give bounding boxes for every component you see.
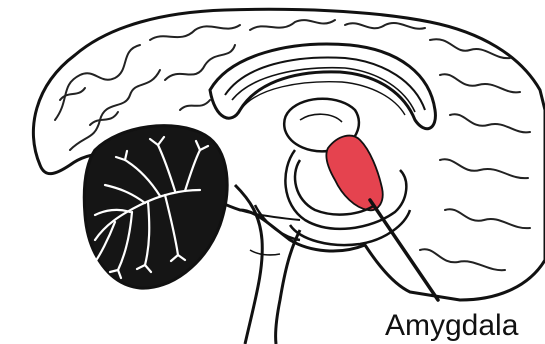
brainstem (235, 185, 300, 344)
corpus-callosum (210, 44, 435, 129)
amygdala-region (326, 136, 382, 211)
amygdala-label: Amygdala (385, 309, 519, 342)
amygdala-highlight (326, 136, 382, 211)
cerebellum (84, 126, 227, 288)
